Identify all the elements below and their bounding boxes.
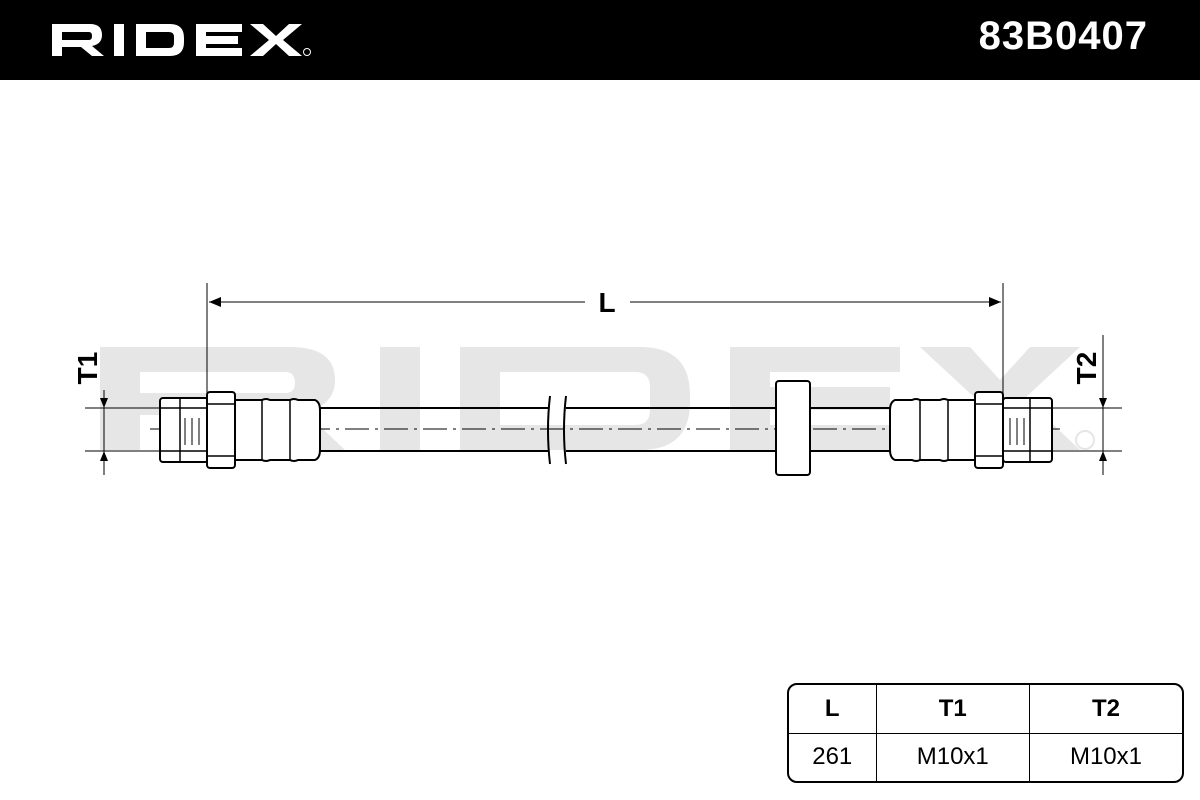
spec-header-thread2: T2 xyxy=(1029,685,1182,734)
header-bar: 83B0407 xyxy=(0,0,1200,80)
length-label: L xyxy=(598,287,615,318)
spec-value-length: 261 xyxy=(789,732,877,781)
ridex-logo xyxy=(52,24,311,56)
thread-right-label: T2 xyxy=(1071,352,1102,385)
spec-table-header-row: L T1 T2 xyxy=(789,685,1182,734)
spec-value-thread2: M10x1 xyxy=(1029,732,1182,781)
spec-table: L T1 T2 261 M10x1 M10x1 xyxy=(787,683,1184,783)
spec-table-value-row: 261 M10x1 M10x1 xyxy=(789,732,1182,781)
spec-value-thread1: M10x1 xyxy=(875,732,1031,781)
spec-header-thread1: T1 xyxy=(875,685,1031,734)
spec-header-length: L xyxy=(789,685,877,734)
hose-drawing: L T1 T2 xyxy=(72,283,1122,476)
part-number: 83B0407 xyxy=(978,14,1148,58)
thread-left-label: T1 xyxy=(72,352,103,385)
